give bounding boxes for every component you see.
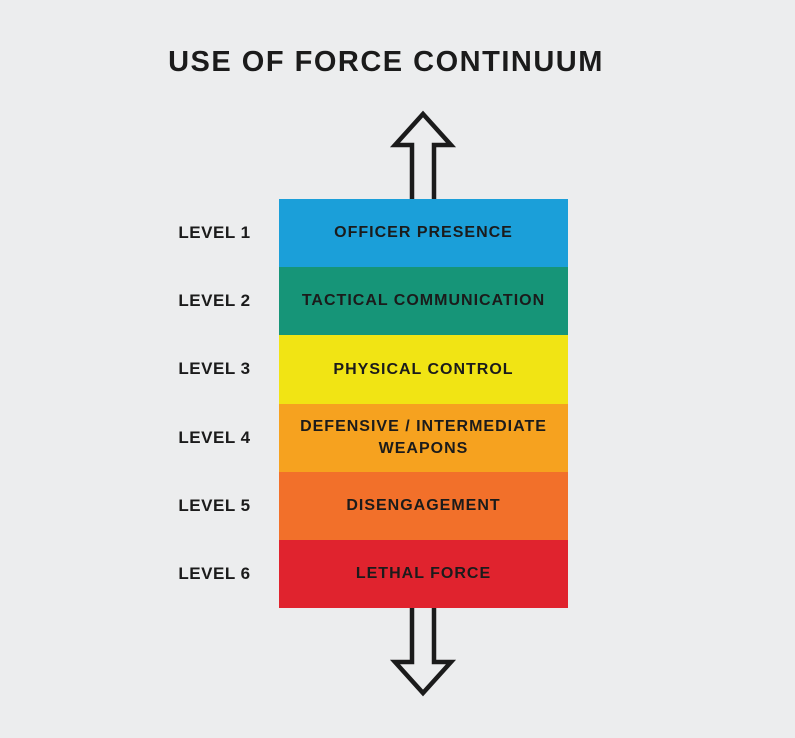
level-row-2: LEVEL 2 TACTICAL COMMUNICATION (150, 267, 568, 336)
level-5-bar: DISENGAGEMENT (279, 471, 568, 540)
level-2-label: LEVEL 2 (178, 291, 251, 311)
level-2-bar: TACTICAL COMMUNICATION (279, 267, 568, 336)
page-title: USE OF FORCE CONTINUUM (168, 46, 604, 78)
level-5-label: LEVEL 5 (178, 495, 251, 515)
level-4-bar: DEFENSIVE / INTERMEDIATE WEAPONS (279, 403, 568, 472)
level-6-label: LEVEL 6 (178, 563, 251, 583)
level-4-label: LEVEL 4 (178, 427, 251, 447)
level-row-6: LEVEL 6 LETHAL FORCE (150, 539, 568, 609)
down-arrow-icon (389, 608, 457, 697)
level-row-5: LEVEL 5 DISENGAGEMENT (150, 471, 568, 540)
levels-list: LEVEL 1 OFFICER PRESENCE LEVEL 2 TACTICA… (150, 199, 568, 609)
level-row-3: LEVEL 3 PHYSICAL CONTROL (150, 335, 568, 404)
level-row-1: LEVEL 1 OFFICER PRESENCE (150, 199, 568, 268)
up-arrow-outline (389, 110, 457, 199)
level-1-label: LEVEL 1 (178, 223, 251, 243)
level-6-bar: LETHAL FORCE (279, 539, 568, 609)
level-1-bar: OFFICER PRESENCE (279, 199, 568, 268)
level-3-bar: PHYSICAL CONTROL (279, 335, 568, 404)
up-arrow-icon (389, 110, 457, 199)
level-3-label: LEVEL 3 (178, 359, 251, 379)
level-row-4: LEVEL 4 DEFENSIVE / INTERMEDIATE WEAPONS (150, 403, 568, 472)
down-arrow-outline (389, 608, 457, 697)
